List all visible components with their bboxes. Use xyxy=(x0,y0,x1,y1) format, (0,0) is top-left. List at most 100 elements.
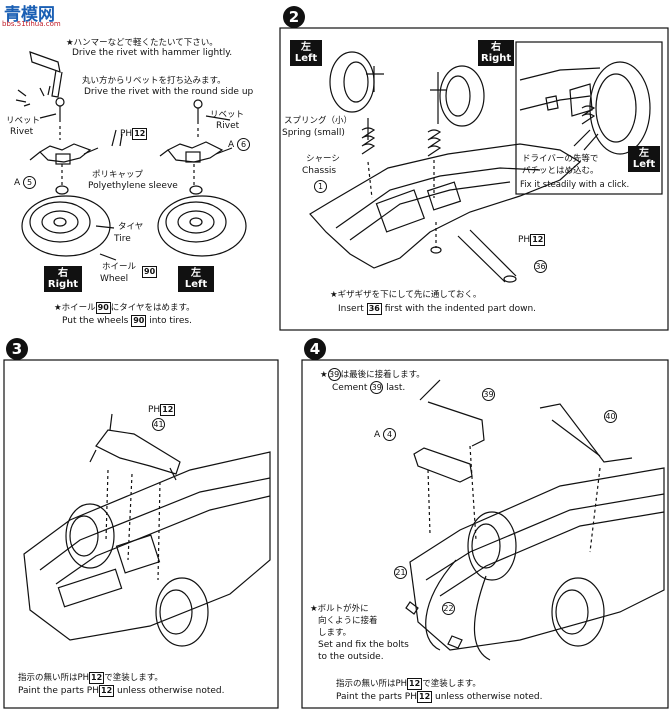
s3-part-num: 41 xyxy=(152,418,165,431)
s2-chassis-num: 1 xyxy=(314,180,327,193)
s4-note-ph-num: 12 xyxy=(407,678,423,690)
s2-inset-jp1: ドライバーの先等で xyxy=(522,154,599,164)
s2-inset-jp2: パチッとはめ込む。 xyxy=(522,166,599,176)
s1-rivet-en-left: Rivet xyxy=(10,127,34,137)
s1-a-left: A 5 xyxy=(14,176,37,189)
s1-wheel-num-wrap: 90 xyxy=(142,266,158,278)
s4-note-ph: PH xyxy=(395,679,408,689)
s3-note-en-a: Paint the parts xyxy=(18,686,84,696)
s4-note-en-ph-num: 12 xyxy=(417,691,433,703)
hub-right xyxy=(167,141,224,163)
s2-spring-en: Spring (small) xyxy=(282,128,345,138)
s3-note-en-b: unless otherwise noted. xyxy=(117,686,225,696)
s2-inset-left-badge: 左 Left xyxy=(628,146,660,172)
s3-note-ph-num: 12 xyxy=(89,672,105,684)
s1-a-right-num: 6 xyxy=(237,138,251,151)
s2-note-en-a: Insert xyxy=(338,304,364,314)
panel-4-frame xyxy=(301,359,669,709)
s1-wheel-en: Wheel xyxy=(100,274,129,284)
chassis-2 xyxy=(309,143,582,269)
s2-left-jp: 左 xyxy=(301,42,311,53)
s1-tire-jp: タイヤ xyxy=(118,222,144,232)
s4-cement-en-a: Cement xyxy=(332,383,368,393)
s1-left-badge: 左 Left xyxy=(178,266,214,292)
s1-a-right-label: A xyxy=(228,140,235,150)
s2-part-num-wrap: 36 xyxy=(534,260,547,273)
step-2-number: 2 xyxy=(283,6,305,28)
s3-ph: PH xyxy=(148,405,161,415)
inset-frame xyxy=(515,41,663,195)
s1-rivet-jp-left: リベット xyxy=(6,116,41,126)
s1-left-jp: 左 xyxy=(191,268,201,279)
s1-right-jp: 右 xyxy=(58,268,68,279)
s4-cement-jp: ★39は最後に接着します。 xyxy=(320,368,425,381)
s4-bolt-jp3: します。 xyxy=(318,628,352,638)
s2-inset-left-jp: 左 xyxy=(639,148,649,159)
s4-p22: 22 xyxy=(442,602,455,615)
s2-inset-en: Fix it steadily with a click. xyxy=(520,180,630,190)
s4-cement-num-en: 39 xyxy=(370,381,384,394)
s3-note-jp-b: で塗装します。 xyxy=(104,673,163,683)
s4-a-label-wrap: A 4 xyxy=(374,428,397,441)
s1-rivet-jp-right: リベット xyxy=(210,110,245,120)
s3-part-num-wrap: 41 xyxy=(152,418,165,431)
s1-wheel-jp: ホイール xyxy=(102,262,137,272)
s2-left-badge: 左 Left xyxy=(290,40,322,66)
s1-poly-en: Polyethylene sleeve xyxy=(88,181,178,191)
s1-right-en: Right xyxy=(47,279,79,290)
s3-note-en-ph-num: 12 xyxy=(99,685,115,697)
s4-p22-wrap: 22 xyxy=(442,602,455,615)
s2-chassis-num-wrap: 1 xyxy=(314,180,327,193)
s3-note-en-ph: PH xyxy=(86,686,99,696)
s2-right-en: Right xyxy=(481,53,512,64)
s2-note-en-b: first with the indented part down. xyxy=(384,304,537,314)
logo-url: bbs.51tihua.com xyxy=(2,20,61,28)
s2-part-num: 36 xyxy=(534,260,547,273)
s2-ph: PH xyxy=(518,235,531,245)
s2-right-jp: 右 xyxy=(491,42,501,53)
s1-round-en: Drive the rivet with the round side up xyxy=(84,87,254,97)
s4-note-jp-b: で塗装します。 xyxy=(422,679,481,689)
s1-ph: PH xyxy=(120,129,133,139)
tire-right xyxy=(157,195,247,257)
tire-left xyxy=(21,195,111,257)
s4-p40-wrap: 40 xyxy=(604,410,617,423)
s4-cement-jp-b: は最後に接着します。 xyxy=(340,370,425,380)
panel-2-frame xyxy=(279,27,669,331)
s1-left-en: Left xyxy=(184,279,208,290)
s2-chassis-jp: シャーシ xyxy=(306,154,340,164)
s4-note-jp-a: 指示の無い所は xyxy=(336,679,396,689)
s4-p21: 21 xyxy=(394,566,407,579)
s1-note-num-jp: 90 xyxy=(95,302,111,314)
s2-chassis-en: Chassis xyxy=(302,166,337,176)
s2-note-en: Insert 36 first with the indented part d… xyxy=(338,303,536,315)
s1-note-jp-a: ★ホイール xyxy=(54,303,96,313)
s4-p40: 40 xyxy=(604,410,617,423)
s1-note-jp-b: にタイヤをはめます。 xyxy=(110,303,195,313)
s4-cement-en-b: last. xyxy=(386,383,406,393)
s1-rivet-en-right: Rivet xyxy=(216,121,240,131)
s4-a-num: 4 xyxy=(383,428,397,441)
panel-3-frame xyxy=(3,359,279,709)
s1-wheel-num: 90 xyxy=(142,266,158,278)
chassis-4 xyxy=(409,467,665,651)
s4-note-en-ph: PH xyxy=(404,692,417,702)
hammer-handle xyxy=(51,69,63,98)
s3-ph-num: 12 xyxy=(160,404,176,416)
s4-bolt-jp2: 向くように接着 xyxy=(318,616,378,626)
hub-left xyxy=(39,143,92,163)
s1-hammer-en: Drive the rivet with hammer lightly. xyxy=(72,48,233,58)
s1-round-jp: 丸い方からリベットを打ち込みます。 xyxy=(82,76,226,86)
s4-note-en-b: unless otherwise noted. xyxy=(435,692,543,702)
s1-note-num-en: 90 xyxy=(131,315,147,327)
s1-note-en-b: into tires. xyxy=(149,316,192,326)
s1-tire-en: Tire xyxy=(114,234,131,244)
s4-bolt-en2: to the outside. xyxy=(318,652,384,662)
